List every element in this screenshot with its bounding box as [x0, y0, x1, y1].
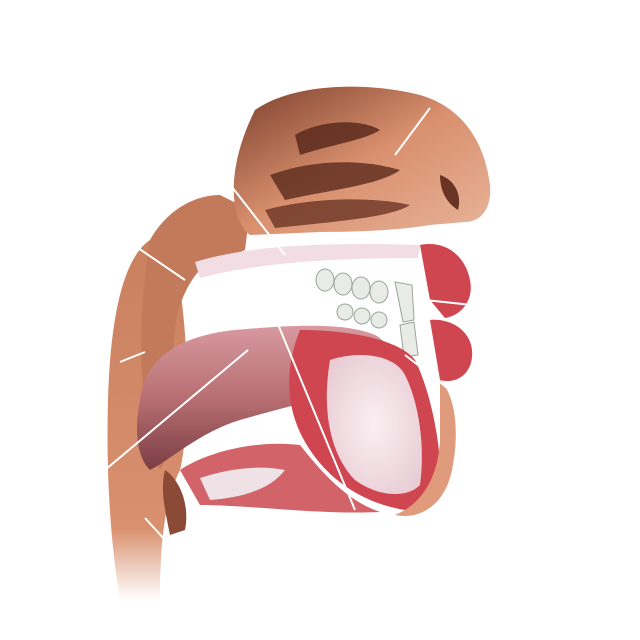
hard-palate — [195, 243, 420, 278]
leader-lines — [104, 107, 473, 541]
nose — [233, 86, 491, 235]
chin — [395, 380, 456, 516]
leader-line — [284, 309, 304, 321]
leader-line — [424, 299, 473, 306]
leader-line — [224, 177, 286, 256]
nasal-concha-upper — [295, 122, 380, 155]
larynx — [162, 470, 187, 535]
nasal-concha-lower — [265, 199, 410, 228]
nostril — [440, 175, 460, 210]
upper-teeth — [315, 268, 415, 323]
leader-line — [119, 351, 146, 363]
leader-line — [137, 247, 186, 281]
upper-lip — [420, 244, 471, 318]
leader-line — [394, 107, 431, 156]
lower-lip — [430, 319, 473, 382]
nasal-concha-middle — [270, 162, 400, 200]
mandible-bone — [326, 355, 422, 495]
hyoid — [200, 467, 285, 500]
lower-teeth — [336, 303, 419, 358]
leader-line — [404, 354, 451, 391]
leader-line — [104, 349, 249, 471]
leader-line — [144, 517, 166, 541]
leader-line — [269, 304, 356, 511]
